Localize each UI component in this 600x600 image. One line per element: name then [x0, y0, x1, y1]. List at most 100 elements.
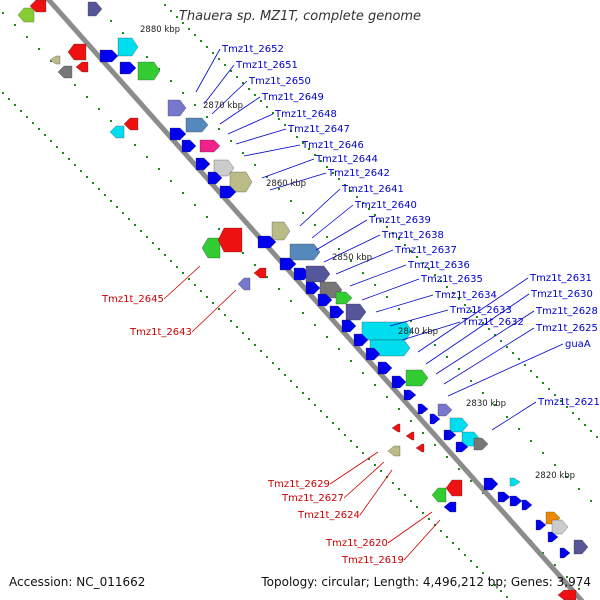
tick-mark: [98, 188, 100, 190]
label-leaders: [163, 48, 564, 561]
tick-mark: [392, 232, 394, 234]
gene-feature-forward: [547, 531, 559, 543]
tick-mark: [260, 100, 262, 102]
tick-mark: [140, 230, 142, 232]
tick-mark: [518, 428, 520, 430]
tick-mark: [242, 152, 244, 154]
gene-feature-forward: [391, 375, 407, 389]
tick-mark: [248, 88, 250, 90]
tick-mark: [272, 112, 274, 114]
tick-mark: [266, 176, 268, 178]
kbp-label: 2880 kbp: [140, 25, 180, 35]
tick-mark: [308, 148, 310, 150]
tick-mark: [458, 368, 460, 370]
gene-feature-forward: [169, 127, 187, 141]
kbp-label: 2830 kbp: [466, 399, 506, 409]
tick-mark: [536, 376, 538, 378]
tick-mark: [86, 176, 88, 178]
tick-mark: [188, 28, 190, 30]
tick-mark: [278, 188, 280, 190]
tick-mark: [470, 560, 472, 562]
genome-summary: Topology: circular; Length: 4,496,212 bp…: [261, 575, 591, 589]
gene-feature-reverse: [109, 125, 125, 139]
tick-mark: [200, 40, 202, 42]
gene-feature-forward: [403, 389, 417, 401]
tick-mark: [506, 416, 508, 418]
tick-mark: [2, 92, 4, 94]
tick-mark: [266, 106, 268, 108]
gene-feature-reverse: [557, 589, 577, 600]
gene-leader-line: [315, 219, 368, 251]
gene-label-forward: Tmz1t_2621: [537, 397, 600, 408]
tick-mark: [122, 212, 124, 214]
gene-feature-forward: [279, 257, 297, 271]
gene-feature-reverse: [405, 431, 415, 441]
tick-mark: [38, 128, 40, 130]
gene-feature-forward: [271, 221, 291, 241]
tick-mark: [32, 122, 34, 124]
gene-label-forward: Tmz1t_2639: [368, 215, 431, 226]
tick-mark: [452, 292, 454, 294]
tick-mark: [410, 320, 412, 322]
tick-mark: [566, 476, 568, 478]
tick-mark: [290, 200, 292, 202]
tick-mark: [170, 260, 172, 262]
gene-leader-line: [261, 158, 315, 179]
tick-mark: [494, 584, 496, 586]
tick-mark: [278, 118, 280, 120]
tick-mark: [242, 82, 244, 84]
gene-feature-forward: [497, 491, 511, 503]
tick-mark: [560, 400, 562, 402]
tick-mark: [590, 430, 592, 432]
tick-mark: [596, 436, 598, 438]
tick-mark: [290, 300, 292, 302]
tick-mark: [362, 372, 364, 374]
gene-feature-forward: [437, 403, 453, 417]
tick-mark: [248, 338, 250, 340]
gene-feature-reverse: [57, 65, 73, 79]
tick-mark: [26, 36, 28, 38]
tick-mark: [374, 464, 376, 466]
tick-mark: [512, 352, 514, 354]
gene-feature-forward: [99, 49, 119, 63]
tick-mark: [410, 250, 412, 252]
kbp-label: 2840 kbp: [398, 327, 438, 337]
tick-mark: [554, 464, 556, 466]
tick-mark: [362, 202, 364, 204]
tick-mark: [302, 142, 304, 144]
tick-mark: [44, 134, 46, 136]
backbone-line: [45, 0, 585, 600]
tick-mark: [182, 92, 184, 94]
kbp-label: 2820 kbp: [535, 471, 575, 481]
tick-mark: [218, 58, 220, 60]
tick-mark: [74, 164, 76, 166]
tick-mark: [314, 224, 316, 226]
gene-leader-line: [323, 234, 381, 263]
tick-mark: [164, 4, 166, 6]
tick-mark: [206, 116, 208, 118]
tick-mark: [404, 244, 406, 246]
tick-mark: [332, 172, 334, 174]
gene-feature-forward: [509, 495, 523, 507]
tick-mark: [290, 130, 292, 132]
tick-mark: [56, 146, 58, 148]
tick-mark: [374, 214, 376, 216]
gene-feature-forward: [185, 117, 209, 133]
gene-feature-reverse: [415, 443, 425, 453]
accession-text: Accession: NC_011662: [9, 575, 146, 589]
tick-mark: [266, 356, 268, 358]
tick-mark: [194, 34, 196, 36]
gene-label-forward: Tmz1t_2625: [535, 323, 598, 334]
tick-mark: [542, 382, 544, 384]
tick-mark: [254, 344, 256, 346]
tick-mark: [206, 296, 208, 298]
tick-mark: [338, 348, 340, 350]
tick-mark: [290, 380, 292, 382]
tick-mark: [554, 394, 556, 396]
tick-mark: [530, 440, 532, 442]
tick-mark: [440, 280, 442, 282]
tick-mark: [86, 96, 88, 98]
gene-leader-line: [219, 96, 261, 125]
